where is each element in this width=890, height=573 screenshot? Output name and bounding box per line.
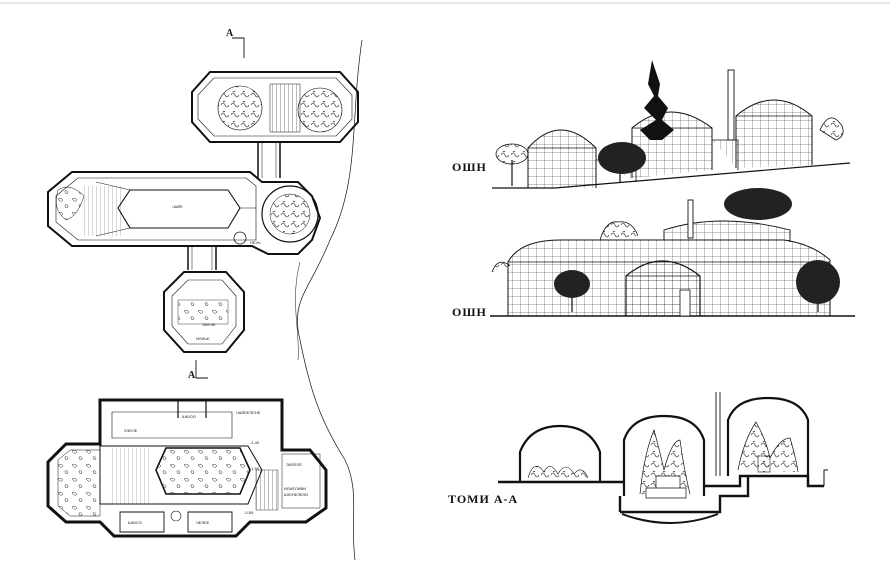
plan-note-b: ЭЛЕЭЕ (202, 322, 216, 327)
level-mark-3: -0.85 (244, 510, 254, 515)
lower-note-8: ЧЕЛЕЕ (196, 520, 210, 525)
lower-pavilion (163, 271, 245, 353)
lower-note-1: ШЮОО (182, 414, 196, 419)
main-hall-outline (47, 171, 322, 255)
elevation-label-1: ОШН (452, 160, 487, 174)
section-a-a (498, 392, 828, 524)
lower-note-6: ШЮНЕЛЕЛИ (284, 492, 309, 497)
lower-plan-outline (46, 398, 328, 538)
lower-pool (155, 447, 251, 495)
section-marker-top: A (226, 28, 235, 39)
section-marker-bottom: A (188, 370, 197, 381)
top-pavilion (191, 71, 359, 143)
lower-note-2: ЧАЙЕЕЛЕНЕ (236, 410, 261, 415)
section-dome-left (518, 424, 602, 482)
plan-note-c: ИЛИЬЕ (196, 336, 210, 341)
section-basement (621, 513, 719, 524)
lower-note-3: ЗЭЕЛЕ (124, 428, 138, 433)
elevation-2 (490, 188, 855, 317)
section-dome-middle (622, 414, 706, 496)
section-ground (498, 474, 824, 514)
elevation-1-trees (495, 60, 844, 186)
section-cut-top (232, 37, 245, 58)
section-dome-right (726, 396, 810, 486)
floor-plan-upper (47, 37, 363, 561)
lower-note-7: ШЮОЭ (128, 520, 142, 525)
section-label: ТОМИ А-А (448, 492, 519, 506)
plan-note-main-hall: ЧАЙЕ (172, 204, 183, 209)
site-contour (296, 39, 363, 561)
central-pool (117, 189, 241, 229)
plan-note-a: НЕУЬ (250, 240, 261, 245)
elevation-1 (492, 60, 851, 189)
section-cut-bottom (195, 360, 208, 379)
level-mark-1: -1.40 (250, 440, 260, 445)
lower-note-5: ИЛИЕЛИВИ (284, 486, 307, 491)
level-mark-2: -1.50 (250, 466, 260, 471)
elevation-label-2: ОШН (452, 305, 487, 319)
floor-plan-lower (46, 398, 328, 538)
lower-note-4: ЭЛЕЕЛЕ (286, 462, 302, 467)
elevation-2-trees (491, 188, 840, 312)
